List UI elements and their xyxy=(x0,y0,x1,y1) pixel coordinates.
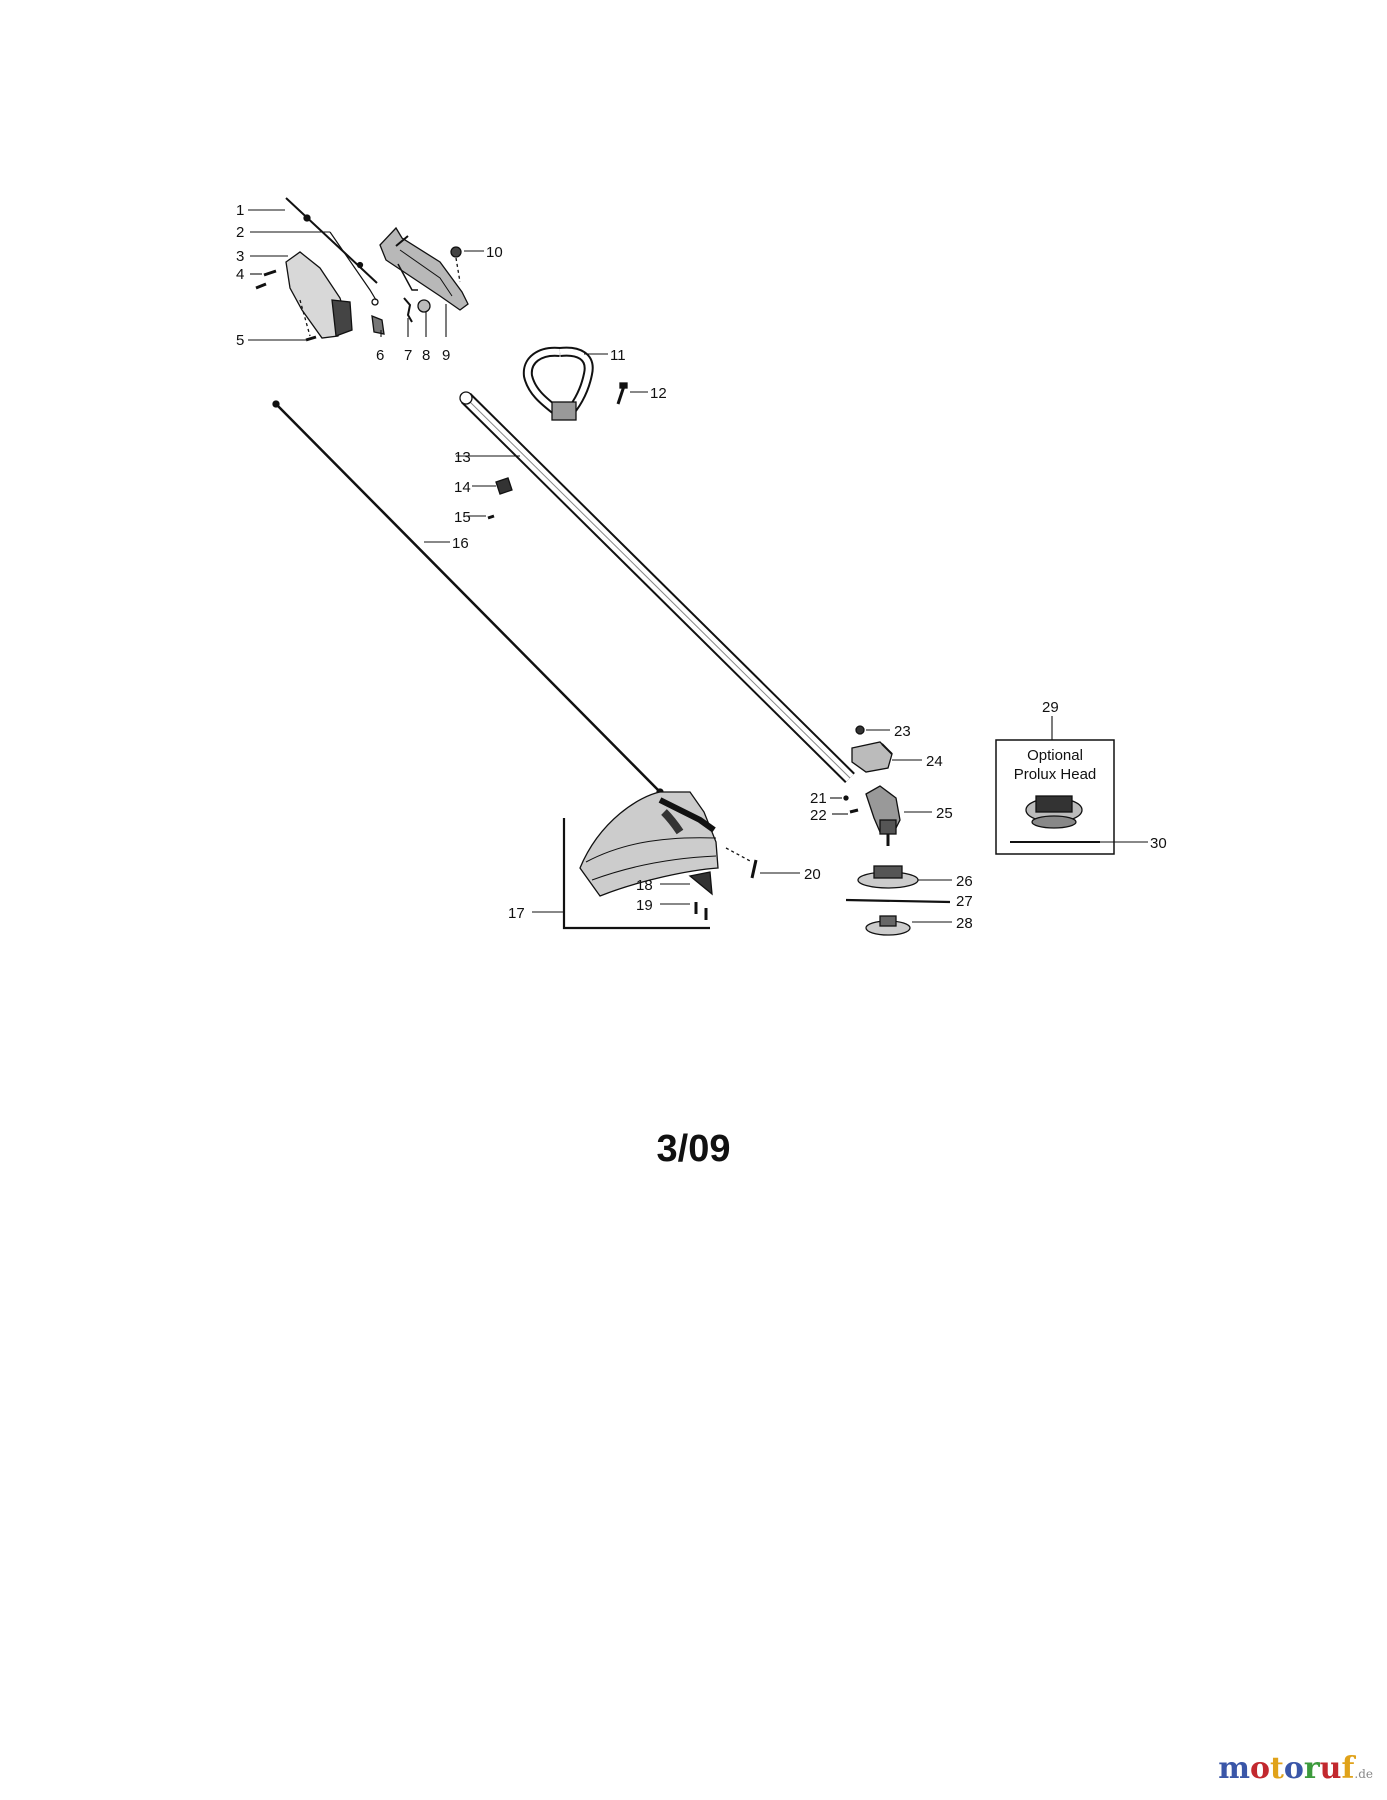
callout-29: 29 xyxy=(1042,699,1059,716)
callout-11: 11 xyxy=(610,347,626,364)
callout-13: 13 xyxy=(454,449,471,466)
callout-22: 22 xyxy=(810,807,827,824)
callout-26: 26 xyxy=(956,873,973,890)
part-knob xyxy=(495,477,513,495)
logo-letter: u xyxy=(1319,1751,1342,1786)
callout-15: 15 xyxy=(454,509,471,526)
part-debris-shield xyxy=(562,791,719,930)
part-screw-21 xyxy=(843,795,849,801)
part-wire xyxy=(329,231,379,306)
optional-box-line1: Optional xyxy=(1027,747,1083,764)
callout-7: 7 xyxy=(404,347,412,364)
part-gearbox xyxy=(865,785,901,846)
callout-10: 10 xyxy=(486,244,503,261)
part-spool-cap xyxy=(865,915,911,936)
callout-19: 19 xyxy=(636,897,653,914)
callout-30: 30 xyxy=(1150,835,1167,852)
callout-1: 1 xyxy=(236,202,244,219)
callout-24: 24 xyxy=(926,753,943,770)
part-clamp xyxy=(851,741,893,773)
part-spring xyxy=(403,297,413,323)
callout-21: 21 xyxy=(810,790,827,807)
part-screw-23 xyxy=(855,725,865,735)
part-screws-4 xyxy=(255,269,277,290)
callout-28: 28 xyxy=(956,915,973,932)
part-trimmer-line xyxy=(845,898,951,904)
callout-16: 16 xyxy=(452,535,469,552)
callout-8: 8 xyxy=(422,347,430,364)
page-number: 3/09 xyxy=(656,1128,731,1170)
callout-labels: 1 2 3 4 5 6 7 8 9 10 11 12 13 14 15 16 1… xyxy=(236,202,1167,932)
part-pin xyxy=(725,847,758,879)
part-line-cutter xyxy=(688,871,713,896)
watermark-logo: motoruf.de xyxy=(1218,1751,1373,1786)
callout-4: 4 xyxy=(236,266,244,283)
callout-14: 14 xyxy=(454,479,471,496)
callout-20: 20 xyxy=(804,866,821,883)
callout-6: 6 xyxy=(376,347,384,364)
callout-17: 17 xyxy=(508,905,525,922)
part-small-screw-15 xyxy=(487,514,495,520)
part-screw-5 xyxy=(299,299,317,342)
logo-letter: t xyxy=(1269,1751,1284,1786)
callout-23: 23 xyxy=(894,723,911,740)
part-trigger xyxy=(371,314,385,335)
leader-lines xyxy=(248,209,1148,923)
logo-letter: r xyxy=(1303,1751,1320,1786)
callout-27: 27 xyxy=(956,893,973,910)
logo-suffix: .de xyxy=(1354,1767,1373,1781)
part-trimmer-head xyxy=(857,865,919,889)
logo-letter: o xyxy=(1249,1751,1270,1786)
callout-25: 25 xyxy=(936,805,953,822)
part-handle-housing xyxy=(379,226,469,311)
part-loop-handle xyxy=(522,346,594,421)
callout-3: 3 xyxy=(236,248,244,265)
part-bolt-12 xyxy=(616,382,628,405)
part-throttle-cable xyxy=(285,197,378,284)
optional-box-line2: Prolux Head xyxy=(1014,766,1097,783)
part-outer-tube xyxy=(459,391,855,783)
callout-12: 12 xyxy=(650,385,667,402)
callout-2: 2 xyxy=(236,224,244,241)
callout-5: 5 xyxy=(236,332,244,349)
callout-18: 18 xyxy=(636,877,653,894)
callout-9: 9 xyxy=(442,347,450,364)
logo-letter: f xyxy=(1341,1751,1355,1786)
part-screws-19 xyxy=(694,902,708,920)
part-nut xyxy=(450,246,462,283)
optional-head-box xyxy=(995,739,1115,855)
part-screw-22 xyxy=(849,808,859,814)
logo-letter: o xyxy=(1283,1751,1304,1786)
part-switch xyxy=(417,299,431,313)
logo-letter: m xyxy=(1218,1751,1250,1786)
part-throttle-handle xyxy=(285,251,353,339)
